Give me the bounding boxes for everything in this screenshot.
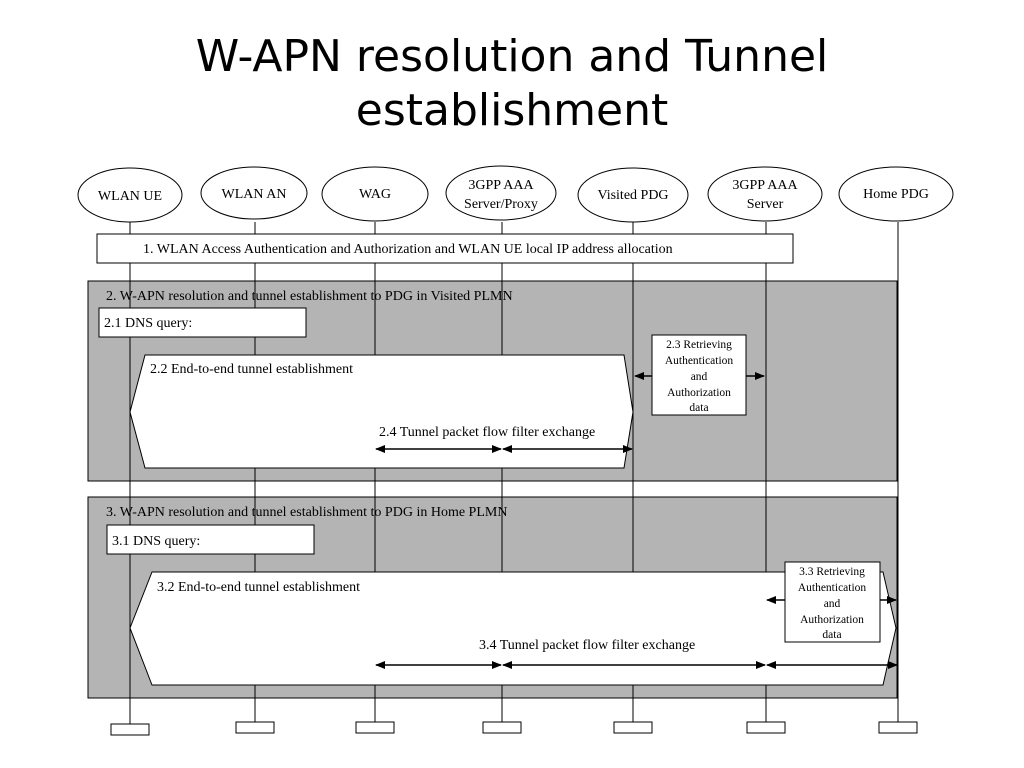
home-tunnel-establishment: 3.2 End-to-end tunnel establishment 3.4 … — [129, 571, 898, 686]
entity-wlan-ue-shape — [77, 167, 183, 223]
lifeline-end-boxes — [110, 721, 918, 736]
visited-retrieve-line-2: Authentication — [665, 355, 734, 367]
entity-wlan-an-shape — [200, 166, 308, 220]
entity-aaa-server-label-line-2: Server — [747, 197, 784, 212]
end-box-wag — [355, 721, 395, 734]
slide-title-line-2: establishment — [355, 85, 669, 136]
home-dns-query-label: 3.1 DNS query: — [112, 534, 200, 549]
slide-title-line-1: W-APN resolution and Tunnel — [195, 31, 829, 82]
home-retrieve-line-1: 3.3 Retrieving — [799, 566, 865, 578]
entity-visited-pdg-shape — [577, 167, 689, 223]
home-retrieve-line-3: and — [824, 598, 841, 610]
home-retrieve-line-4: Authorization — [800, 614, 864, 626]
end-box-wlan-ue — [110, 723, 150, 736]
visited-retrieve-box — [651, 334, 747, 416]
entity-wlan-ue-label: WLAN UE — [98, 189, 162, 204]
entity-aaa-proxy-label-line-2: Server/Proxy — [464, 197, 538, 212]
visited-dns-query-label: 2.1 DNS query: — [104, 316, 192, 331]
entity-wag-shape — [321, 166, 429, 222]
end-box-home-pdg — [878, 721, 918, 734]
visited-retrieve-line-4: Authorization — [667, 387, 731, 399]
visited-tunnel-shape — [129, 354, 634, 469]
entity-visited-pdg: Visited PDG — [577, 167, 689, 223]
entity-wag: WAG — [321, 166, 429, 222]
visited-retrieve-line-1: 2.3 Retrieving — [666, 339, 732, 351]
entities: WLAN UE WLAN AN WAG 3GPP AAA Server/Prox… — [77, 165, 954, 223]
home-filter-label: 3.4 Tunnel packet flow filter exchange — [479, 638, 695, 653]
entity-home-pdg-label: Home PDG — [863, 187, 929, 202]
entity-aaa-proxy: 3GPP AAA Server/Proxy — [445, 165, 557, 221]
entity-visited-pdg-label: Visited PDG — [597, 188, 668, 203]
step-1: 1. WLAN Access Authentication and Author… — [96, 233, 794, 264]
entity-wlan-an-label: WLAN AN — [222, 187, 287, 202]
visited-filter-label: 2.4 Tunnel packet flow filter exchange — [379, 425, 595, 440]
end-box-aaa-proxy — [482, 721, 522, 734]
home-section-label: 3. W-APN resolution and tunnel establish… — [106, 505, 507, 520]
entity-home-pdg: Home PDG — [838, 166, 954, 222]
visited-retrieve-line-3: and — [691, 371, 708, 383]
visited-section-label: 2. W-APN resolution and tunnel establish… — [106, 289, 513, 304]
entity-aaa-proxy-shape — [445, 165, 557, 221]
home-dns-query-box — [106, 524, 315, 555]
home-retrieve-line-2: Authentication — [798, 582, 867, 594]
entity-aaa-server-shape — [707, 166, 823, 222]
home-retrieve-line-5: data — [822, 629, 841, 641]
end-box-aaa-server — [746, 721, 786, 734]
home-dns-query: 3.1 DNS query: — [106, 524, 315, 555]
entity-wag-label: WAG — [359, 187, 391, 202]
entity-wlan-ue: WLAN UE — [77, 167, 183, 223]
step-1-box — [96, 233, 794, 264]
slide-title: W-APN resolution and Tunnel establishmen… — [0, 30, 1024, 138]
visited-retrieve-line-5: data — [689, 402, 708, 414]
end-box-visited-pdg — [613, 721, 653, 734]
entity-aaa-server: 3GPP AAA Server — [707, 166, 823, 222]
visited-retrieve-auth: 2.3 Retrieving Authentication and Author… — [634, 334, 765, 416]
home-retrieve-box — [784, 561, 881, 643]
home-retrieve-auth: 3.3 Retrieving Authentication and Author… — [766, 561, 897, 643]
entity-home-pdg-shape — [838, 166, 954, 222]
entity-aaa-proxy-label-line-1: 3GPP AAA — [468, 178, 534, 193]
step-1-label: 1. WLAN Access Authentication and Author… — [143, 242, 673, 257]
entity-wlan-an: WLAN AN — [200, 166, 308, 220]
visited-tunnel-label: 2.2 End-to-end tunnel establishment — [150, 362, 353, 377]
entity-aaa-server-label-line-1: 3GPP AAA — [732, 178, 798, 193]
home-tunnel-shape — [129, 571, 897, 686]
visited-dns-query: 2.1 DNS query: — [98, 307, 307, 338]
visited-tunnel-establishment: 2.2 End-to-end tunnel establishment 2.4 … — [129, 354, 634, 469]
visited-dns-query-box — [98, 307, 307, 338]
home-tunnel-label: 3.2 End-to-end tunnel establishment — [157, 580, 360, 595]
end-box-wlan-an — [235, 721, 275, 734]
